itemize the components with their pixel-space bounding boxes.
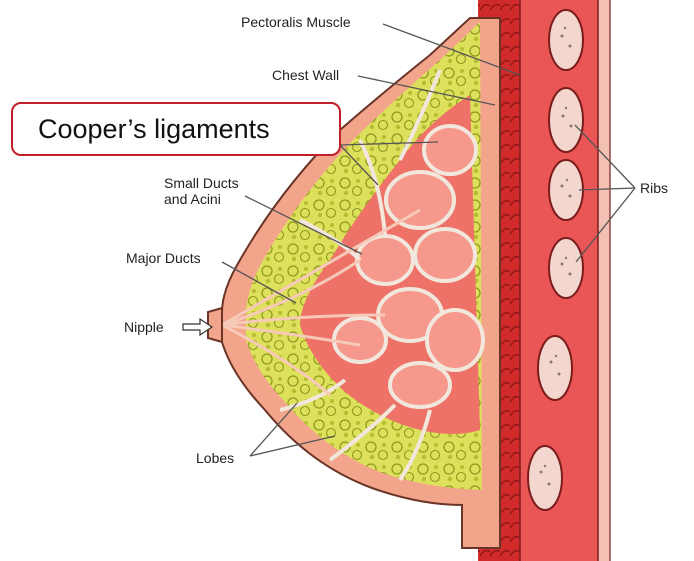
label-chest-wall: Chest Wall bbox=[272, 67, 339, 83]
label-small-ducts-line1: Small Ducts bbox=[164, 175, 239, 191]
rib bbox=[528, 446, 562, 510]
callout-label: Cooper’s ligaments bbox=[38, 114, 270, 144]
label-ribs: Ribs bbox=[640, 180, 668, 196]
rib bbox=[538, 336, 572, 400]
rib bbox=[549, 88, 583, 152]
label-nipple: Nipple bbox=[124, 319, 164, 335]
rib bbox=[549, 238, 583, 298]
rib bbox=[549, 10, 583, 70]
label-major-ducts: Major Ducts bbox=[126, 250, 201, 266]
rib bbox=[549, 160, 583, 220]
breast-tissue bbox=[208, 18, 500, 548]
label-lobes: Lobes bbox=[196, 450, 234, 466]
label-small-ducts-line2: and Acini bbox=[164, 191, 221, 207]
coopers-ligaments-callout: Cooper’s ligaments bbox=[12, 103, 340, 155]
label-pectoralis-muscle: Pectoralis Muscle bbox=[241, 14, 351, 30]
